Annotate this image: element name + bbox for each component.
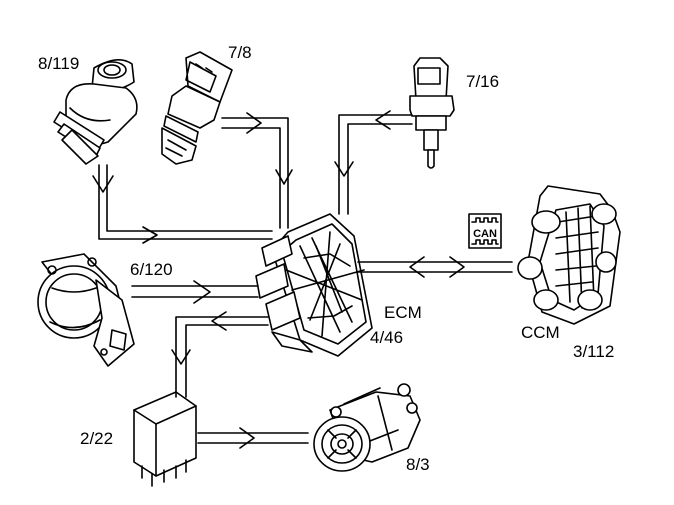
flow-arrow-ecm-to-relay	[171, 311, 269, 398]
pressure-switch-icon	[53, 59, 138, 165]
relay-icon	[133, 391, 197, 487]
flow-arrow-8-119-to-ecm	[92, 164, 273, 244]
ac-compressor-icon	[313, 383, 421, 472]
flow-arrow-ccm-to-ecm	[357, 256, 513, 278]
flow-arrow-throttle-to-ecm	[131, 280, 259, 304]
label-relay: 2/22	[80, 429, 113, 448]
ecm-module-icon	[255, 213, 373, 357]
label-throttle: 6/120	[130, 260, 173, 279]
ccm-module-icon	[517, 185, 621, 325]
pressure-sensor-icon	[161, 51, 233, 165]
label-pressure-switch: 8/119	[38, 54, 79, 73]
throttle-body-icon	[37, 253, 135, 367]
label-ccm-code: 3/112	[573, 342, 614, 361]
label-pressure-sensor: 7/8	[228, 43, 252, 62]
label-compressor: 8/3	[406, 455, 430, 474]
label-temp-sensor: 7/16	[466, 72, 499, 91]
flow-arrow-7-16-to-ecm	[334, 110, 413, 215]
temperature-sensor-icon	[409, 57, 455, 169]
can-label: CAN	[473, 228, 497, 240]
can-bus-icon	[468, 213, 502, 249]
label-ecm-name: ECM	[384, 303, 422, 322]
label-ccm-name: CCM	[521, 323, 560, 342]
flow-arrow-7-8-to-ecm	[221, 112, 293, 229]
label-ecm-code: 4/46	[370, 328, 403, 347]
flow-arrow-relay-to-compressor	[197, 427, 309, 449]
